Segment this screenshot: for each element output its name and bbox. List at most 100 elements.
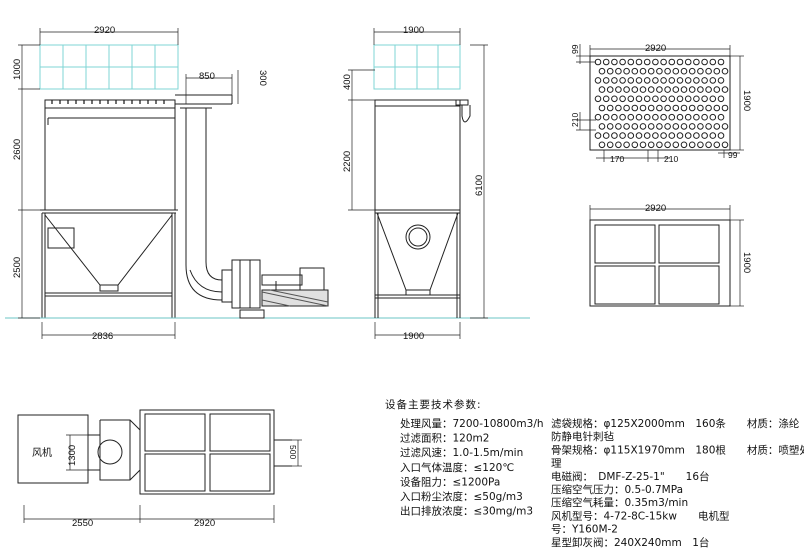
filter-hole [713, 104, 721, 112]
plate-width: 2920 [645, 43, 666, 54]
filter-hole [615, 141, 622, 149]
plate-pitch-y: 210 [570, 113, 580, 127]
filter-hole [623, 67, 630, 75]
filter-hole [672, 141, 680, 149]
tube-plate-holes [594, 58, 729, 149]
filter-hole [664, 123, 671, 130]
filter-hole [713, 86, 721, 93]
filter-hole [652, 113, 659, 121]
filter-hole [709, 132, 717, 139]
filter-hole [606, 104, 614, 112]
filter-hole [623, 141, 630, 149]
front-upper-height: 2600 [12, 139, 23, 160]
filter-hole [627, 58, 635, 66]
filter-hole [668, 95, 676, 103]
spec-line: 电磁阀： DMF-Z-25-1" 16台 [551, 470, 710, 483]
spec-column-2: 滤袋规格：φ125X2000mm 160条 材质：涤纶防静电针刺毡骨架规格：φ1… [551, 417, 804, 549]
plate-dimensions [576, 44, 744, 162]
filter-hole [594, 77, 602, 84]
filter-hole [668, 113, 676, 121]
filter-hole [668, 58, 676, 66]
filter-hole [680, 123, 688, 130]
front-view [5, 44, 530, 319]
front-top-width: 2920 [94, 25, 115, 36]
spec-line: 压缩空气压力：0.5-0.7MPa [551, 483, 683, 496]
filter-hole [676, 77, 684, 84]
filter-hole [639, 141, 647, 149]
filter-hole [615, 86, 622, 93]
filter-hole [647, 141, 655, 149]
filter-hole [664, 67, 671, 75]
filter-hole [697, 67, 704, 75]
spec-line: 防静电针刺毡 [551, 430, 614, 443]
filter-hole [631, 67, 639, 75]
filter-hole [684, 58, 692, 66]
filter-hole [693, 58, 700, 66]
filter-hole [697, 141, 704, 149]
filter-hole [676, 113, 684, 121]
specifications: 设备主要技术参数: 处理风量：7200-10800m3/h过滤面积：120m2过… [385, 398, 804, 549]
filter-hole [664, 141, 671, 149]
filter-hole [619, 95, 626, 103]
filter-hole [672, 86, 680, 93]
filter-hole [656, 123, 663, 130]
filter-hole [672, 67, 680, 75]
tube-plate [589, 55, 731, 151]
filter-hole [684, 113, 692, 121]
filter-hole [643, 58, 651, 66]
filter-hole [676, 132, 684, 139]
filter-hole [611, 113, 618, 121]
side-grid [373, 44, 461, 90]
filter-hole [639, 104, 647, 112]
filter-hole [701, 113, 708, 121]
filter-hole [647, 86, 655, 93]
plan-fan-height: 1300 [67, 445, 78, 466]
filter-hole [611, 77, 618, 84]
filter-hole [693, 95, 700, 103]
filter-hole [631, 141, 639, 149]
plan-dimensions [23, 434, 302, 523]
side-bottom-width: 1900 [403, 331, 424, 342]
spec-line: 过滤面积：120m2 [400, 432, 489, 445]
spec-column-1: 处理风量：7200-10800m3/h 过滤面积：120m2过滤风速：1.0-1.… [400, 418, 544, 518]
filter-hole [705, 123, 712, 130]
spec-line: 处理风量：7200-10800m3/h [400, 418, 544, 430]
plate-pitch-x: 210 [664, 154, 678, 164]
filter-hole [717, 77, 725, 84]
plan-view [17, 409, 292, 495]
filter-hole [713, 67, 721, 75]
filter-hole [643, 132, 651, 139]
plan-outlet-height: 500 [288, 445, 298, 459]
filter-hole [631, 86, 639, 93]
filter-hole [672, 104, 680, 112]
front-bottom-width: 2836 [92, 331, 113, 342]
filter-hole [676, 95, 684, 103]
roof-dimensions [589, 205, 744, 307]
side-total-height: 6100 [474, 175, 485, 196]
filter-hole [660, 95, 667, 103]
side-top-width: 1900 [403, 25, 424, 36]
filter-hole [705, 104, 712, 112]
filter-hole [652, 95, 659, 103]
filter-hole [717, 58, 725, 66]
filter-hole [713, 141, 721, 149]
side-top-height: 400 [342, 74, 353, 90]
filter-hole [606, 86, 614, 93]
filter-hole [643, 95, 651, 103]
filter-hole [721, 67, 729, 75]
filter-hole [693, 113, 700, 121]
front-grid [39, 44, 179, 90]
roof-width: 2920 [645, 203, 666, 214]
filter-hole [660, 113, 667, 121]
filter-hole [619, 77, 626, 84]
filter-hole [606, 141, 614, 149]
filter-hole [643, 77, 651, 84]
filter-hole [627, 95, 635, 103]
filter-hole [623, 104, 630, 112]
filter-hole [631, 104, 639, 112]
filter-hole [693, 77, 700, 84]
spec-line: 压缩空气耗量：0.35m3/min [551, 496, 688, 509]
filter-hole [656, 86, 663, 93]
spec-line: 过滤风速：1.0-1.5m/min [400, 446, 523, 459]
